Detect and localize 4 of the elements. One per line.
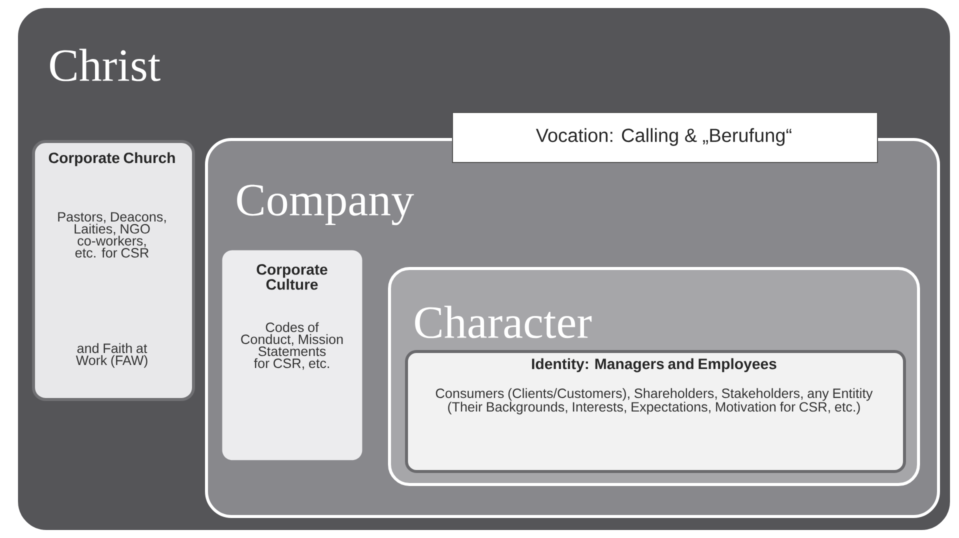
label-box: Vocation: Calling & „Berufung“ — [452, 112, 878, 163]
info-box: Corporate Church Pastors, Deacons, Laities, NGO co-workers, etc. for CSR and Faith at Work (FAW) — [32, 140, 195, 401]
info-box: Identity: Managers and Employees Consumers (Clients/Customers), Shareholders, Stakeholders, any Entitity (Their Backgrounds, Interests, Expectations, Motivation for CSR, etc.) — [405, 350, 906, 473]
info-box: Corporate Culture Codes of Conduct, Mission Statements for CSR, etc. — [222, 250, 362, 460]
